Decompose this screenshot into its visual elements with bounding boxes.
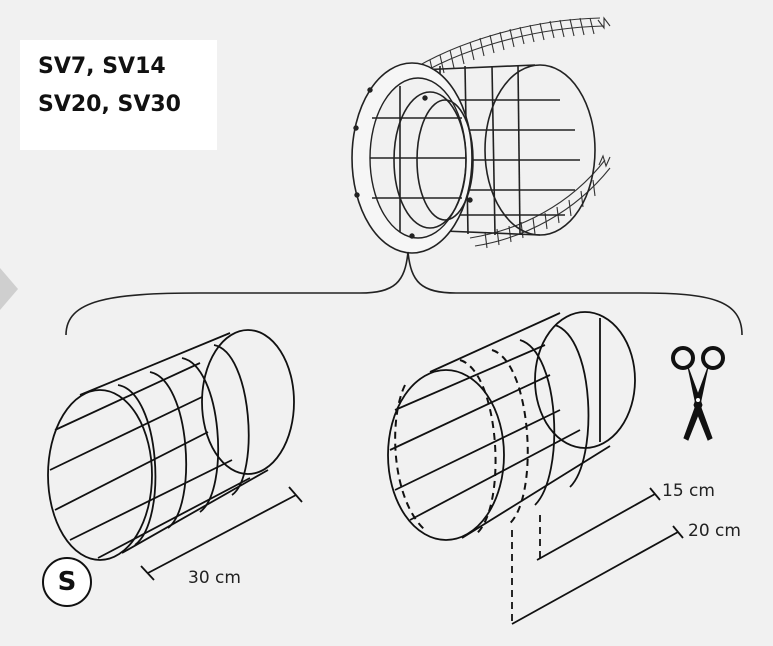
brace	[65, 251, 743, 336]
label-15cm: 15 cm	[662, 481, 715, 501]
model-list-box: SV7, SV14 SV20, SV30	[20, 40, 217, 150]
model-line-1: SV7, SV14	[38, 54, 166, 79]
mesh-duct-cut-icon	[387, 311, 636, 541]
side-arrow	[0, 268, 18, 310]
dimension-30	[140, 486, 303, 581]
mesh-duct-icon	[47, 329, 295, 561]
size-badge: S	[42, 557, 92, 607]
label-30cm: 30 cm	[188, 568, 241, 588]
scissors-icon	[671, 346, 725, 441]
model-line-2: SV20, SV30	[38, 92, 181, 117]
dimension-15-20	[511, 487, 684, 625]
label-20cm: 20 cm	[688, 521, 741, 541]
cut-lines	[394, 349, 529, 536]
flange-collar-icon	[351, 16, 611, 254]
